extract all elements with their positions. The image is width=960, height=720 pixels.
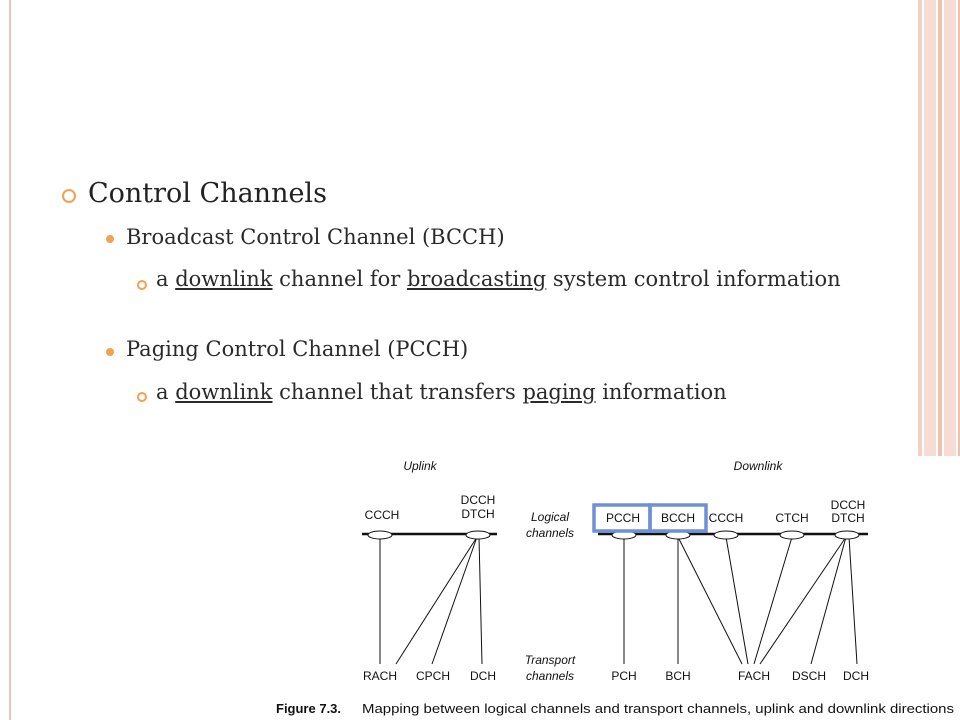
bullet-dot-icon — [106, 348, 114, 356]
underlined-term: downlink — [175, 267, 273, 291]
uplink-title: Uplink — [403, 459, 437, 473]
downlink-logical-dtch: DTCH — [831, 511, 864, 525]
uplink-transport-cpch: CPCH — [416, 669, 450, 683]
uplink-transport-rach: RACH — [363, 669, 397, 683]
downlink-logical-ccch: CCCH — [709, 511, 744, 525]
bcch-highlight-box — [648, 503, 708, 533]
uplink-logical-dtch: DTCH — [461, 507, 494, 521]
pcch-title: Paging Control Channel (PCCH) — [126, 337, 469, 361]
sub-bullet-icon — [137, 392, 147, 402]
sub-bullet-icon — [137, 280, 147, 290]
uplink-logical-ccch: CCCH — [365, 508, 400, 522]
underlined-term: broadcasting — [406, 267, 547, 291]
logical-label-line2: channels — [526, 526, 574, 540]
figure-caption-label: Figure 7.3. — [276, 701, 341, 716]
logical-label-line1: Logical — [531, 510, 569, 524]
figure-caption-text: Mapping between logical channels and tra… — [362, 701, 955, 716]
right-decorative-stripes — [918, 0, 960, 456]
downlink-transport-pch: PCH — [611, 669, 636, 683]
uplink-transport-dch: DCH — [470, 669, 496, 683]
left-decorative-rule — [9, 0, 11, 720]
underlined-term: paging — [522, 380, 596, 404]
downlink-title: Downlink — [734, 459, 784, 473]
downlink-logical-ctch: CTCH — [775, 511, 808, 525]
downlink-transport-bch: BCH — [665, 669, 690, 683]
downlink-logical-bcch: BCCH — [661, 511, 695, 525]
bcch-title: Broadcast Control Channel (BCCH) — [126, 225, 505, 249]
transport-label-line2: channels — [526, 669, 574, 683]
uplink-logical-dcch: DCCH — [461, 493, 496, 507]
downlink-transport-dch: DCH — [843, 669, 869, 683]
downlink-transport-fach: FACH — [738, 669, 770, 683]
transport-label-line1: Transport — [525, 653, 576, 667]
downlink-logical-dcch: DCCH — [831, 498, 866, 512]
bcch-description: a downlink channel for broadcasting syst… — [156, 267, 841, 291]
pcch-description: a downlink channel that transfers paging… — [156, 380, 727, 404]
downlink-transport-dsch: DSCH — [792, 669, 826, 683]
downlink-logical-pcch: PCCH — [606, 511, 640, 525]
underlined-term: downlink — [175, 380, 273, 404]
slide-heading: Control Channels — [88, 178, 327, 209]
heading-bullet-icon — [62, 189, 76, 203]
bullet-dot-icon — [106, 235, 114, 243]
